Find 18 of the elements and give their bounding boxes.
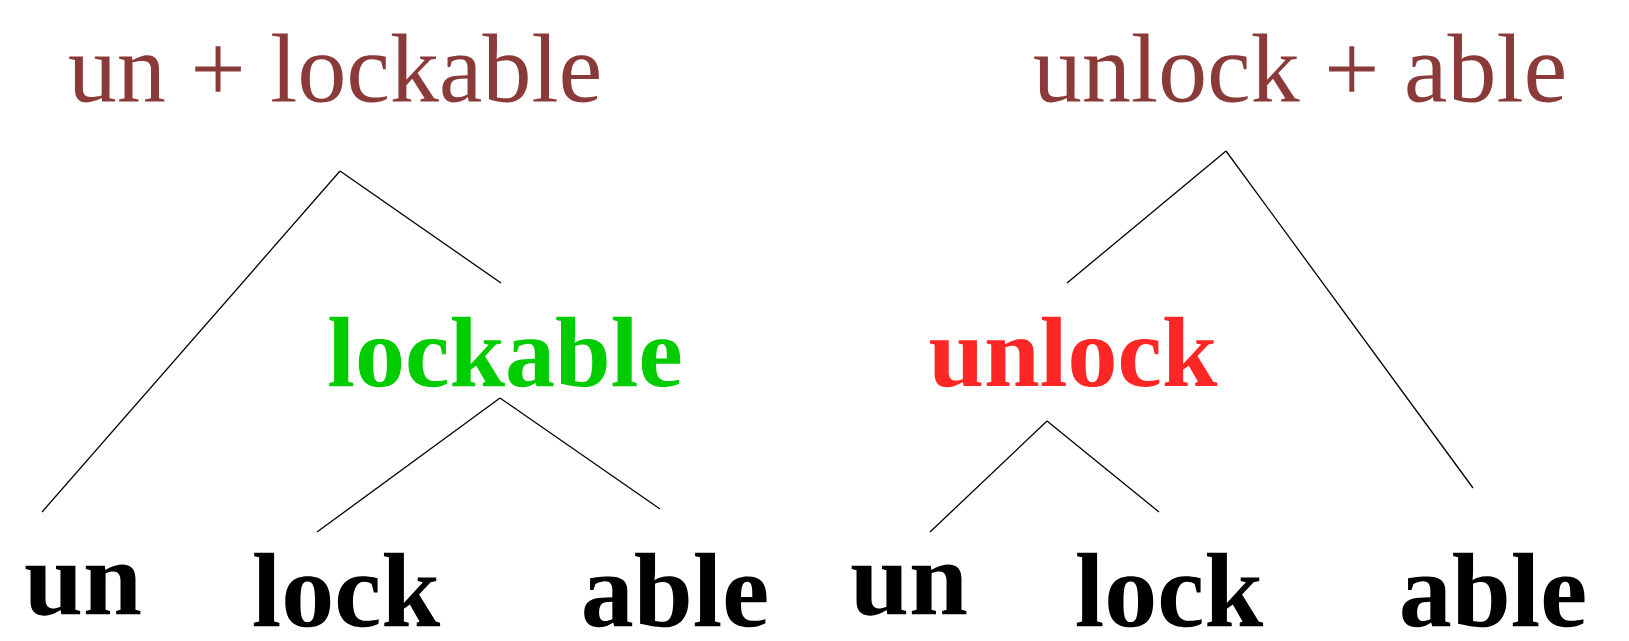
morpheme-label: able: [584, 552, 767, 628]
tree-branch-line: [1046, 420, 1160, 513]
tree-branch-line: [1066, 150, 1227, 284]
morpheme-label: able: [1402, 552, 1585, 628]
morpheme-label: lock: [253, 552, 441, 628]
tree-branch-line: [1225, 150, 1474, 489]
stem-label: lockable: [329, 316, 681, 388]
morpheme-label: un: [25, 564, 141, 616]
phrase-label: unlock + able: [1034, 33, 1564, 103]
stem-label: unlock: [930, 316, 1218, 388]
phrase-label: un + lockable: [69, 33, 599, 103]
tree-branch-line: [929, 420, 1048, 533]
morpheme-label: lock: [1076, 552, 1264, 628]
tree-branch-line: [339, 170, 502, 284]
tree-branch-line: [316, 397, 501, 533]
morpheme-label: un: [851, 564, 967, 616]
tree-branch-line: [499, 397, 661, 510]
tree-branch-line: [41, 170, 341, 513]
